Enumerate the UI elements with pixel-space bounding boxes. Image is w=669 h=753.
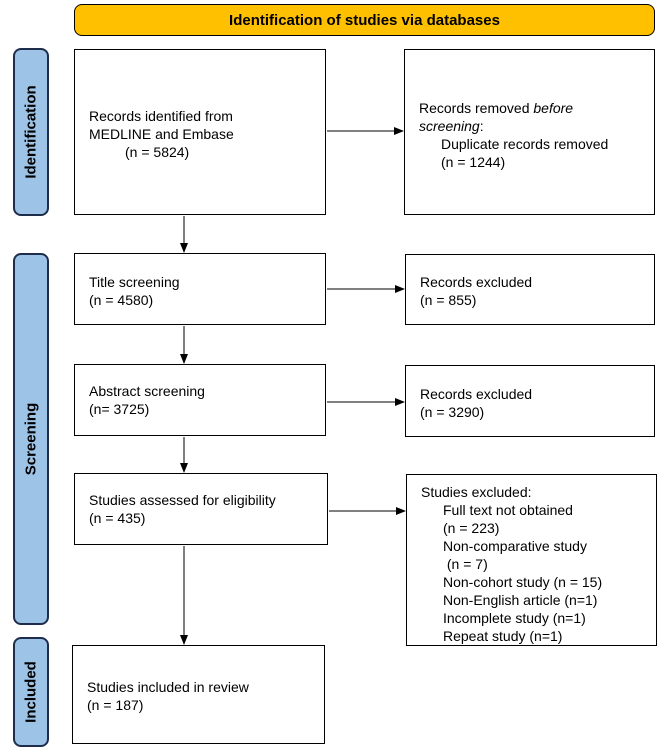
excluded-reason: Full text not obtained	[443, 502, 573, 518]
records-removed-line2: screening:	[419, 118, 484, 134]
records-removed-box: Records removed before screening: Duplic…	[404, 49, 655, 215]
included-count: (n = 187)	[87, 697, 144, 713]
abstract-excluded-label: Records excluded	[420, 386, 533, 402]
eligibility-label: Studies assessed for eligibility	[89, 492, 276, 508]
records-identified-line1: Records identified from	[89, 108, 233, 124]
excluded-count: (n = 7)	[443, 556, 488, 572]
records-removed-line1: Records removed before	[419, 100, 574, 116]
duplicate-records-label: Duplicate records removed	[441, 136, 609, 152]
excluded-count: (n = 223)	[443, 520, 500, 536]
abstract-excluded-box: Records excluded (n = 3290)	[405, 365, 655, 437]
records-removed-count: (n = 1244)	[441, 154, 506, 170]
title-excluded-label: Records excluded	[420, 274, 533, 290]
abstract-screening-box: Abstract screening (n= 3725)	[74, 364, 326, 436]
eligibility-box: Studies assessed for eligibility (n = 43…	[74, 473, 328, 545]
phase-screening: Screening	[13, 253, 49, 625]
records-identified-box: Records identified from MEDLINE and Emba…	[74, 49, 326, 215]
header-title: Identification of studies via databases	[229, 11, 500, 29]
excluded-reason: Non-comparative study	[443, 538, 587, 554]
title-excluded-count: (n = 855)	[420, 292, 477, 308]
excluded-reason: Incomplete study (n=1)	[443, 610, 586, 626]
phase-included: Included	[13, 637, 49, 747]
excluded-reason: Non-cohort study (n = 15)	[443, 574, 603, 590]
abstract-excluded-count: (n = 3290)	[420, 404, 485, 420]
records-identified-line2: MEDLINE and Embase	[89, 126, 234, 142]
studies-excluded-box: Studies excluded: Full text not obtained…	[406, 474, 657, 646]
studies-excluded-title: Studies excluded:	[421, 484, 532, 500]
excluded-reason: Repeat study (n=1)	[443, 628, 563, 644]
phase-identification: Identification	[13, 48, 49, 216]
header-banner: Identification of studies via databases	[74, 4, 655, 36]
abstract-screening-count: (n= 3725)	[89, 401, 150, 417]
title-excluded-box: Records excluded (n = 855)	[405, 254, 655, 325]
title-screening-box: Title screening (n = 4580)	[74, 253, 326, 325]
excluded-reason: Non-English article (n=1)	[443, 592, 598, 608]
records-identified-count: (n = 5824)	[125, 144, 190, 160]
eligibility-count: (n = 435)	[89, 510, 146, 526]
title-screening-label: Title screening	[89, 274, 180, 290]
abstract-screening-label: Abstract screening	[89, 383, 205, 399]
included-label: Studies included in review	[87, 679, 249, 695]
included-box: Studies included in review (n = 187)	[72, 645, 325, 744]
title-screening-count: (n = 4580)	[89, 292, 154, 308]
